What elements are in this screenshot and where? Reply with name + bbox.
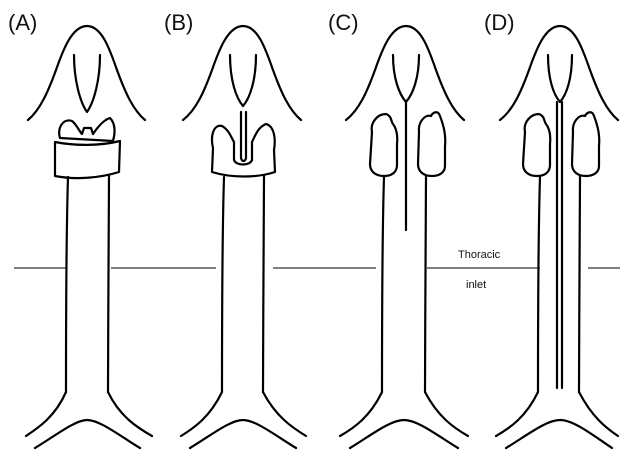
neck-left [538,177,540,392]
head-outline [500,26,618,120]
panel-label-d: (D) [484,10,515,35]
branch-inner [35,420,140,448]
branch-outer [496,392,618,436]
groove-inner [241,112,246,161]
neck-right [108,176,109,392]
panel-label-c: (C) [328,10,359,35]
branch-outer [26,392,152,436]
panel-d: (D) [484,10,618,448]
snout-groove [548,55,572,102]
panel-label-b: (B) [164,10,193,35]
panel-a: (A) [8,10,152,448]
branch-outer [181,392,306,436]
left-arytenoid [523,114,550,176]
inlet-label-line1: Thoracic [458,249,501,261]
midline [557,102,562,388]
neck-right [263,176,264,392]
snout-groove [230,55,256,106]
panel-b: (B) [164,10,306,448]
left-arytenoid [370,114,397,176]
branch-inner [350,420,458,448]
neck-left [66,177,68,392]
branch-inner [506,420,612,448]
neck-left [382,177,384,392]
branch-outer [340,392,468,436]
head-outline [28,26,145,120]
right-arytenoid [418,112,445,176]
collar [55,141,120,178]
branch-inner [190,420,296,448]
larynx [59,118,114,141]
neck-right [425,176,426,392]
neck-right [579,176,580,392]
inlet-label-line2: inlet [466,279,486,291]
snout-groove [393,55,419,102]
right-arytenoid [572,112,599,176]
snout-groove [74,55,100,112]
panel-label-a: (A) [8,10,37,35]
panel-c: (C) [328,10,468,448]
larynx [212,124,275,177]
neck-left [222,177,224,392]
